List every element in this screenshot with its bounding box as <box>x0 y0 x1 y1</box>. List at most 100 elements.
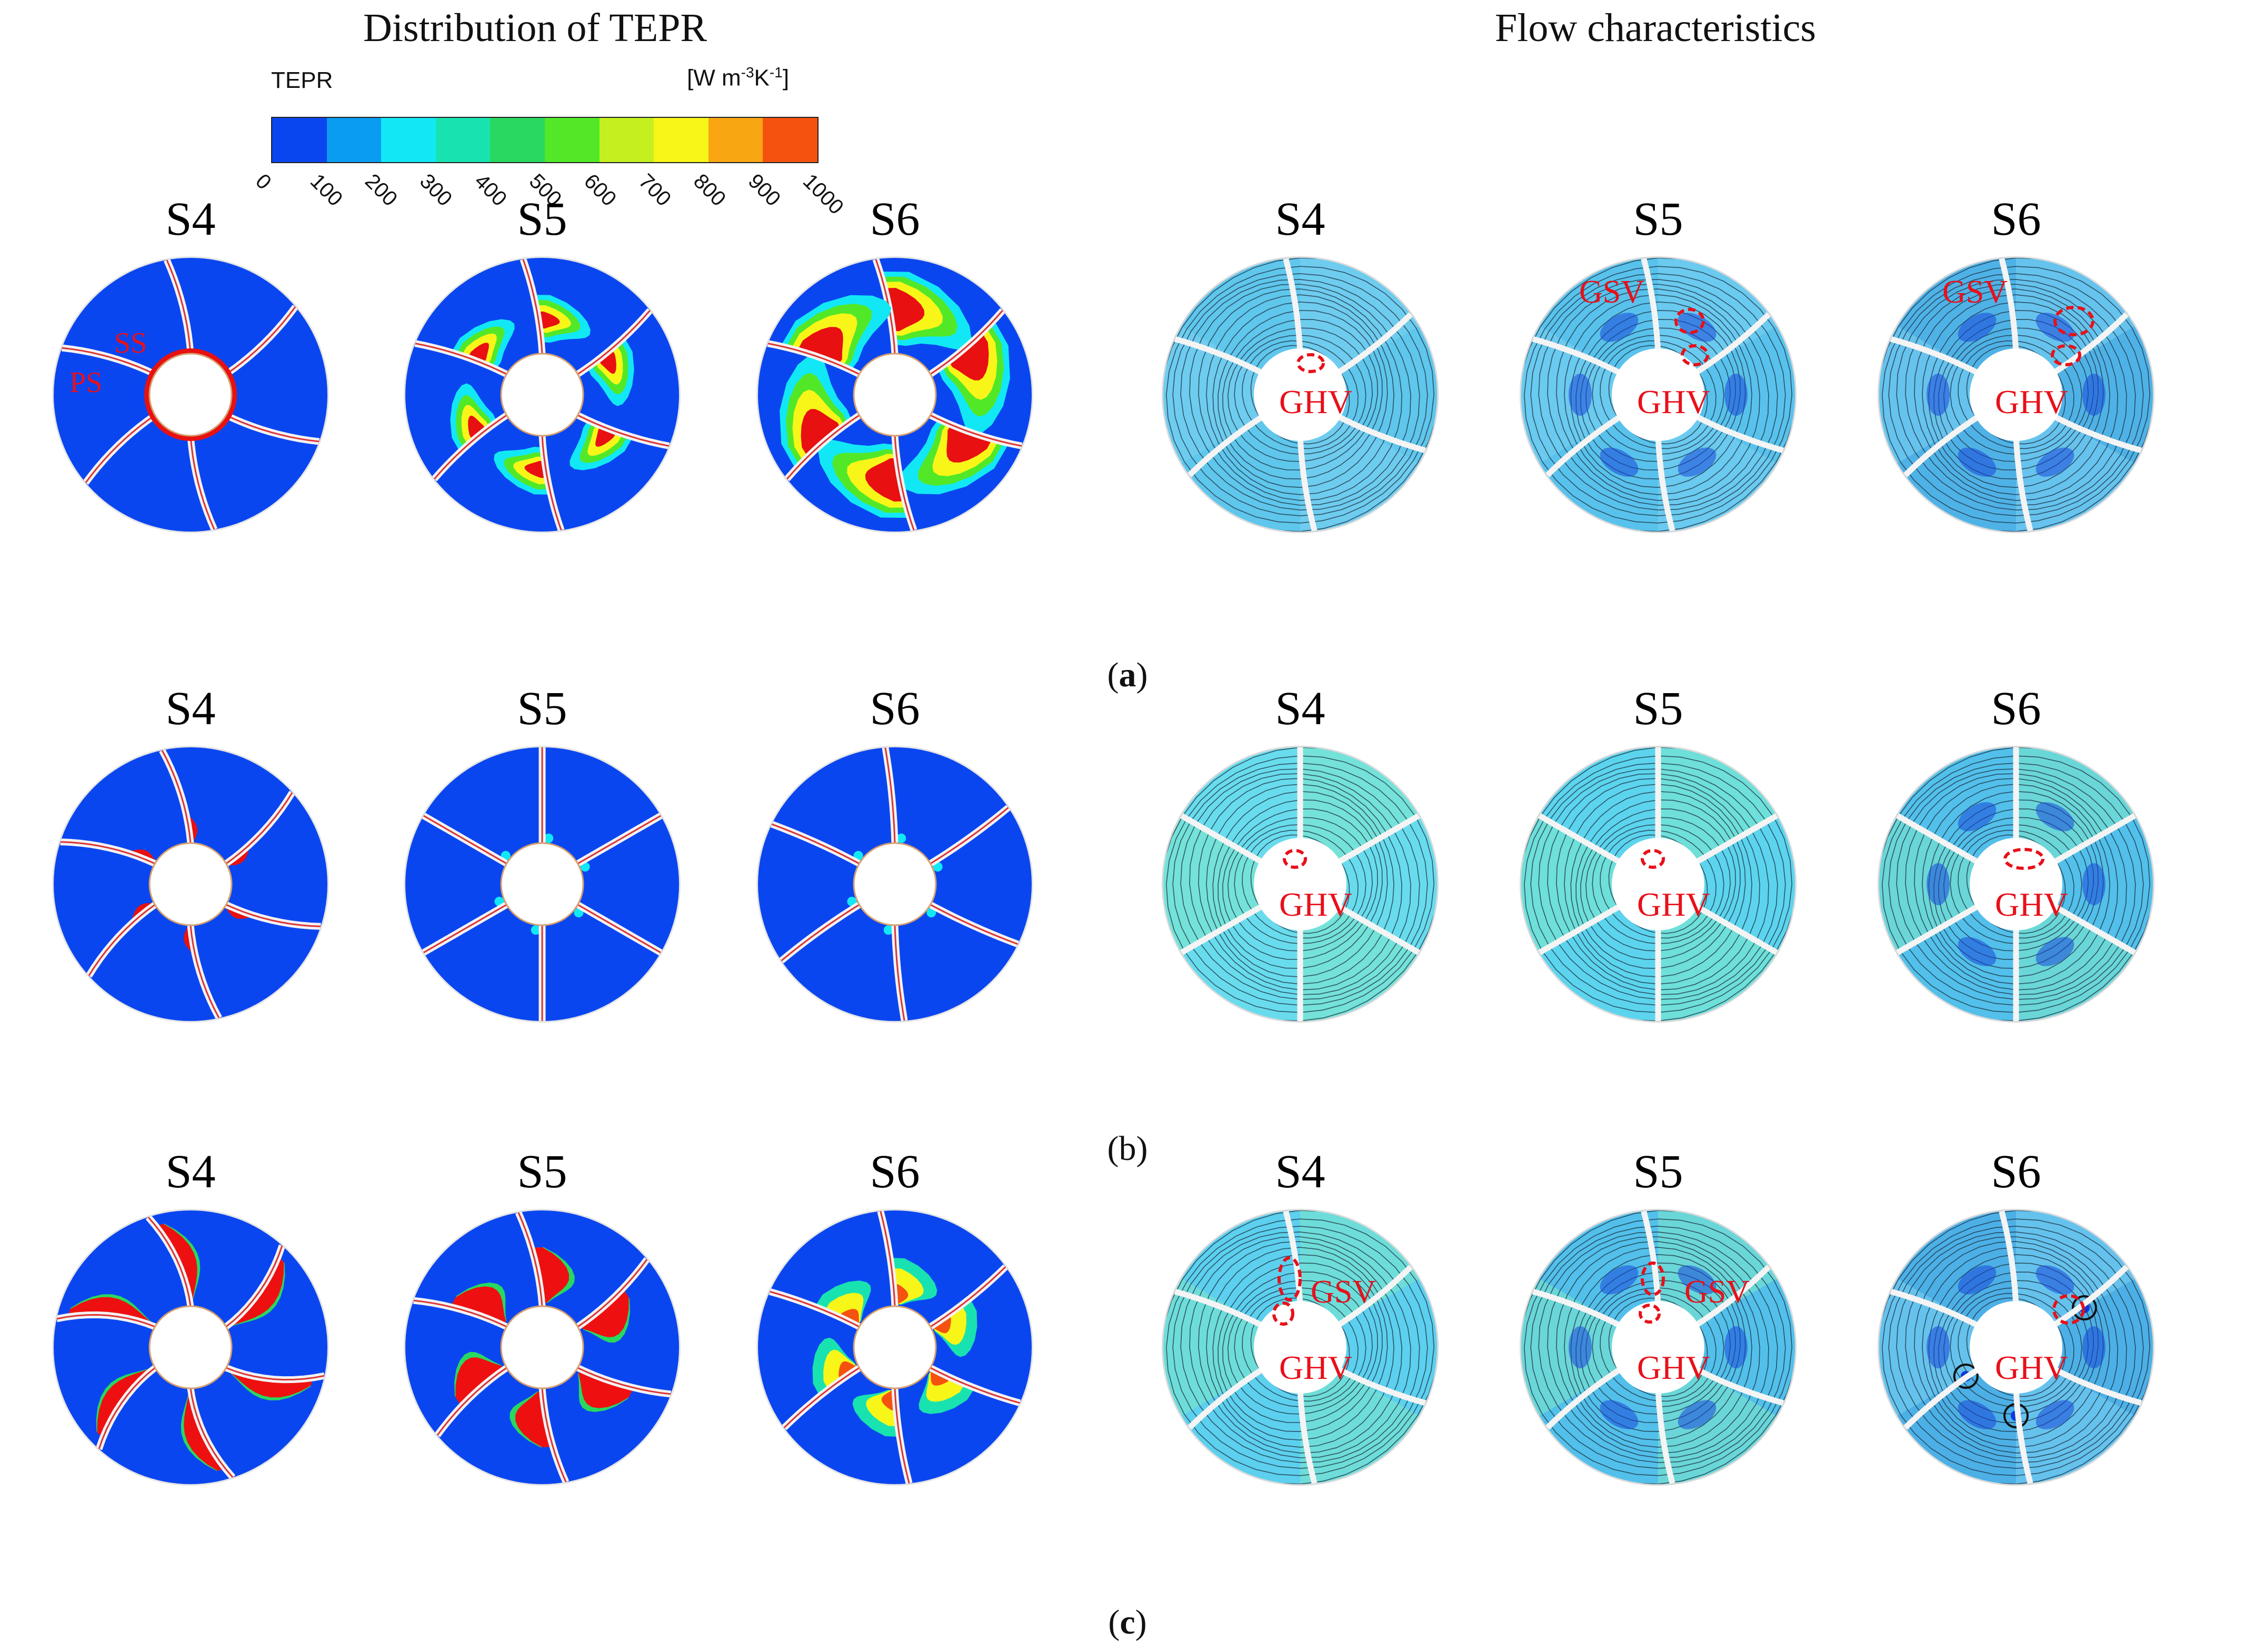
hub <box>148 353 233 437</box>
tepr-contour <box>404 256 681 533</box>
blade-edge <box>225 414 320 443</box>
blade <box>1655 435 1675 532</box>
colorbar-unit: [W m-3K-1] <box>687 64 790 91</box>
streamline <box>1958 829 2074 939</box>
blade-edge <box>894 925 905 1021</box>
blade-edge <box>577 904 661 954</box>
blade <box>1334 902 1420 955</box>
colorbar-swatch <box>544 118 600 162</box>
streamline <box>1165 755 1434 1013</box>
blade <box>1283 258 1303 354</box>
blade <box>1641 1210 1661 1307</box>
streamline <box>1547 1236 1769 1458</box>
blade-edge <box>930 414 1022 447</box>
blade-edge <box>771 823 860 865</box>
blade-edge <box>88 904 156 976</box>
streamline <box>1242 829 1359 939</box>
blade <box>1180 902 1266 955</box>
tepr-hotspot <box>455 1357 503 1404</box>
vortex-zone <box>1569 374 1592 416</box>
streamline <box>1575 799 1741 969</box>
streamline <box>1206 784 1394 985</box>
streamline <box>1564 784 1752 985</box>
streamline <box>1165 1218 1434 1476</box>
blade-edge <box>884 747 896 844</box>
panel-label: S4 <box>165 683 216 735</box>
tepr-spot <box>896 833 906 843</box>
vortex-marker <box>1674 308 1705 334</box>
blade <box>1999 258 2019 354</box>
vortex-zone <box>1958 1400 1997 1429</box>
streamline <box>1896 1232 2136 1463</box>
hub <box>500 842 584 926</box>
streamline <box>1888 273 2144 516</box>
streamline <box>1538 768 1778 1000</box>
tepr-hotspot <box>524 460 545 478</box>
flow-panel: GHV <box>1874 742 2158 1026</box>
blade <box>1692 312 1771 377</box>
hub <box>1612 1301 1704 1394</box>
streamline <box>1570 790 1746 978</box>
blade-edge <box>783 1367 860 1428</box>
row-label: (b) <box>1107 1129 1148 1168</box>
panel-label: S5 <box>1633 683 1683 735</box>
annotation-ghv: GHV <box>1995 383 2068 420</box>
flow-panel: GHV <box>1516 742 1800 1026</box>
colorbar-swatch <box>763 118 817 162</box>
streamline <box>1222 319 1378 470</box>
blade-edge <box>930 1266 1006 1328</box>
tepr-panel <box>400 1205 684 1489</box>
streamline <box>1564 294 1752 495</box>
vortex-zone <box>1600 1265 1639 1295</box>
streamline <box>1958 340 2074 449</box>
streamline <box>1227 327 1373 462</box>
tepr-region <box>96 1368 149 1436</box>
tepr-hotspot <box>881 1390 895 1410</box>
colorbar-tick-label: 0 <box>251 169 276 194</box>
blade-edge <box>786 414 860 480</box>
blade-edge <box>225 904 321 927</box>
vortex-zone <box>2036 313 2074 342</box>
streamline <box>1530 763 1786 1006</box>
colorbar-swatch <box>708 118 763 162</box>
flow-panel: GHV <box>1158 742 1442 1026</box>
header-right: Flow characteristics <box>1495 6 1816 50</box>
streamline <box>1914 1241 2118 1454</box>
panel-label: S6 <box>1991 193 2041 245</box>
blade <box>2050 902 2136 955</box>
streamline <box>1523 266 1792 524</box>
blade <box>1174 336 1266 377</box>
streamline <box>1523 1218 1792 1476</box>
flow-panel: GHV <box>1158 253 1442 537</box>
blade <box>2050 813 2136 866</box>
vortex-zone <box>2082 863 2106 905</box>
annotation-gsv: GSV <box>1579 274 1644 310</box>
vortex-zone <box>1958 802 1997 832</box>
vortex-zone <box>2036 447 2074 477</box>
vortex-marker <box>1641 1261 1665 1296</box>
hub <box>148 1305 233 1389</box>
streamline <box>1922 294 2110 495</box>
streamline <box>1922 784 2110 985</box>
blade <box>1334 1265 1413 1329</box>
blade-edge <box>930 904 1019 945</box>
blade <box>1545 413 1624 477</box>
vortex-marker <box>1681 344 1709 366</box>
annotation-ghv: GHV <box>1637 886 1710 923</box>
streamline <box>1180 1232 1420 1463</box>
streamline <box>1905 773 2127 995</box>
streamline <box>1881 755 2150 1013</box>
tepr-hotspot <box>97 1369 149 1436</box>
colorbar-tick-label: 700 <box>634 169 676 211</box>
blade-edge <box>577 815 661 865</box>
tepr-panel <box>48 742 333 1026</box>
blade-edge <box>894 435 915 530</box>
colorbar <box>271 117 819 163</box>
tepr-spot <box>544 833 554 843</box>
streamline <box>1206 294 1394 495</box>
streamline <box>1180 768 1420 1000</box>
blade-edge <box>225 1245 283 1328</box>
